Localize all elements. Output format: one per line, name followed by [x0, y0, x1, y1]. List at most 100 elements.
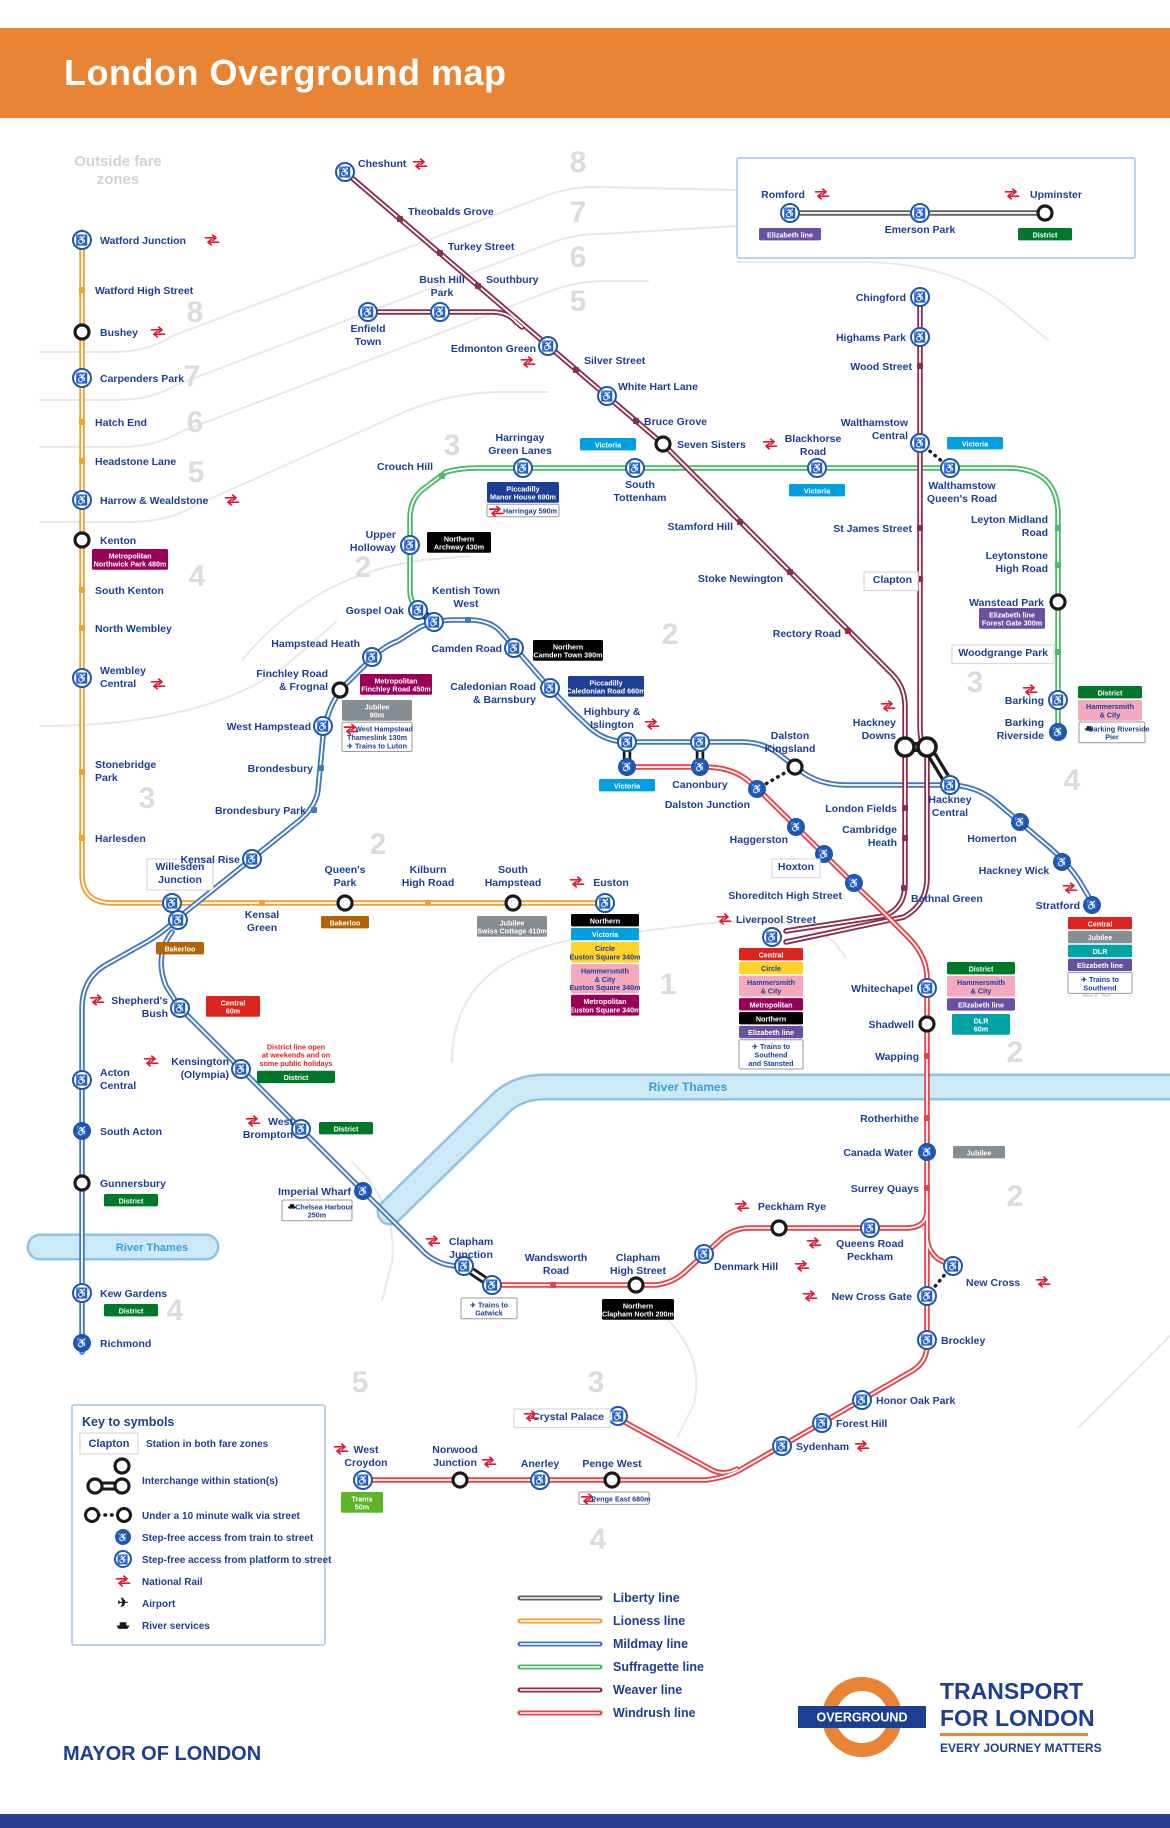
station-label: Southbury: [486, 274, 539, 286]
key-label: Step-free access from platform to street: [142, 1555, 332, 1566]
step-free-platform-icon: ♿: [76, 1074, 88, 1087]
station-richmond: ♿Richmond: [73, 1334, 151, 1352]
station-wanstead-park: Wanstead Park: [969, 593, 1067, 611]
station-label: Dalston Junction: [665, 799, 750, 811]
station-watford-junction: ♿Watford Junction: [72, 230, 186, 250]
badge-text: Southend: [1083, 983, 1116, 992]
badge-text: 60m: [226, 1007, 240, 1016]
station-label: South: [498, 864, 528, 876]
badge-text: Central: [1088, 919, 1113, 928]
station-label: Wood Street: [850, 361, 912, 373]
station-label: Surrey Quays: [851, 1183, 919, 1195]
badge-text: Jubilee: [500, 918, 525, 927]
station-harrow-wealdstone: ♿Harrow & Wealdstone: [72, 490, 208, 510]
key-label: Step-free access from train to street: [142, 1533, 314, 1544]
line-suffragette-line: [407, 465, 1061, 737]
station-silver-street: Silver Street: [573, 355, 646, 373]
zone-number: 3: [967, 666, 984, 699]
badge-text: Hammersmith: [581, 966, 629, 975]
step-free-train-icon: ♿: [1086, 899, 1098, 912]
station-label: High Road: [996, 563, 1049, 575]
station-label: Rotherhithe: [860, 1113, 919, 1125]
step-free-platform-icon: ♿: [172, 914, 184, 927]
badge-text: Caledonian Road 660m: [566, 687, 645, 696]
badge-text: Jubilee: [365, 702, 390, 711]
step-free-platform-icon: ♿: [404, 539, 416, 552]
step-free-platform-icon: ♿: [914, 437, 926, 450]
step-free-train-icon: ♿: [76, 1125, 88, 1138]
step-free-platform-icon: ♿: [412, 604, 424, 617]
badge-text: Hammersmith: [1086, 702, 1134, 711]
badge-text: Circle: [761, 964, 781, 973]
station-label: Romford: [761, 189, 805, 201]
station-label: Hackney Wick: [979, 865, 1050, 877]
station-label: Blackhorse: [785, 433, 842, 445]
station-label: Road: [800, 446, 826, 458]
national-rail-icon: [580, 1493, 596, 1505]
station-liverpool-street: ♿Liverpool Street: [736, 914, 816, 947]
station-label: Central: [100, 1080, 136, 1092]
step-free-platform-icon: ♿: [944, 779, 956, 792]
station-highams-park: ♿Highams Park: [836, 327, 930, 347]
station-label: Hackney: [853, 717, 896, 729]
station-south-kenton: South Kenton: [79, 585, 164, 597]
station-upminster: Upminster: [1030, 189, 1082, 222]
national-rail-icon: [412, 158, 428, 170]
station-label: Upper: [366, 529, 396, 541]
zone-number: 2: [355, 551, 372, 584]
station-label: Sydenham: [796, 1441, 849, 1453]
station-edmonton-green: ♿Edmonton Green: [451, 336, 558, 356]
station-chingford: ♿Chingford: [856, 287, 930, 307]
step-free-platform-icon: ♿: [914, 207, 926, 220]
badge-text: Manor House 690m: [490, 493, 556, 502]
station-label: Gunnersbury: [100, 1178, 166, 1190]
station-label: Denmark Hill: [714, 1261, 778, 1273]
legend-suffragette-line: Suffragette line: [613, 1660, 704, 1674]
badge-text: Northern: [553, 642, 583, 651]
station-label: Stoke Newington: [698, 573, 783, 585]
roundel-text: OVERGROUND: [817, 1711, 908, 1725]
zone-number: 8: [570, 146, 587, 179]
badge-text: Finchley Road 450m: [361, 685, 431, 694]
fare-zone-boundaries: [39, 185, 1170, 1437]
station-label: Upminster: [1030, 189, 1082, 201]
station-label: Enfield: [350, 323, 385, 335]
tfl-logo-line1: TRANSPORT: [940, 1678, 1083, 1704]
badge-text: DLR: [974, 1016, 990, 1025]
airport-icon: ✈: [118, 1595, 129, 1610]
station-label: Central: [932, 807, 968, 819]
station-shoreditch-high-street: ♿Shoreditch High Street: [728, 874, 863, 902]
badge-text: Clapham North 200m: [602, 1310, 674, 1319]
station-label: Croydon: [344, 1457, 387, 1469]
station-label: Wapping: [875, 1051, 919, 1063]
badge-text: & City: [595, 975, 616, 984]
national-rail-icon: [150, 326, 166, 338]
station-carpenders-park: ♿Carpenders Park: [72, 368, 184, 388]
station-barking: ♿Barking: [1005, 690, 1068, 710]
national-rail-icon: [481, 1456, 497, 1468]
station-label: Riverside: [997, 730, 1044, 742]
badge-text: Metropolitan: [583, 997, 626, 1006]
station-brockley: ♿Brockley: [917, 1330, 986, 1350]
station-whitechapel: ♿Whitechapel: [851, 978, 937, 998]
station-label: Leytonstone: [986, 550, 1049, 562]
badge-text: Elizabeth line: [989, 610, 1035, 619]
station-north-wembley: North Wembley: [79, 623, 172, 635]
step-free-platform-icon: ♿: [947, 1260, 959, 1273]
badge-text: Swiss Cottage 410m: [477, 927, 547, 936]
badge: Victoria: [599, 779, 655, 792]
step-free-train-icon: ♿: [117, 1532, 128, 1543]
station-label: South Kenton: [95, 585, 164, 597]
step-free-train-icon: ♿: [76, 1337, 88, 1350]
badge-text: Elizabeth line: [958, 1001, 1004, 1010]
badge-text: Hammersmith: [747, 978, 795, 987]
station-theobalds-grove: Theobalds Grove: [397, 206, 494, 222]
station-label: Silver Street: [584, 355, 646, 367]
badge-text: Elizabeth line: [1077, 961, 1123, 970]
